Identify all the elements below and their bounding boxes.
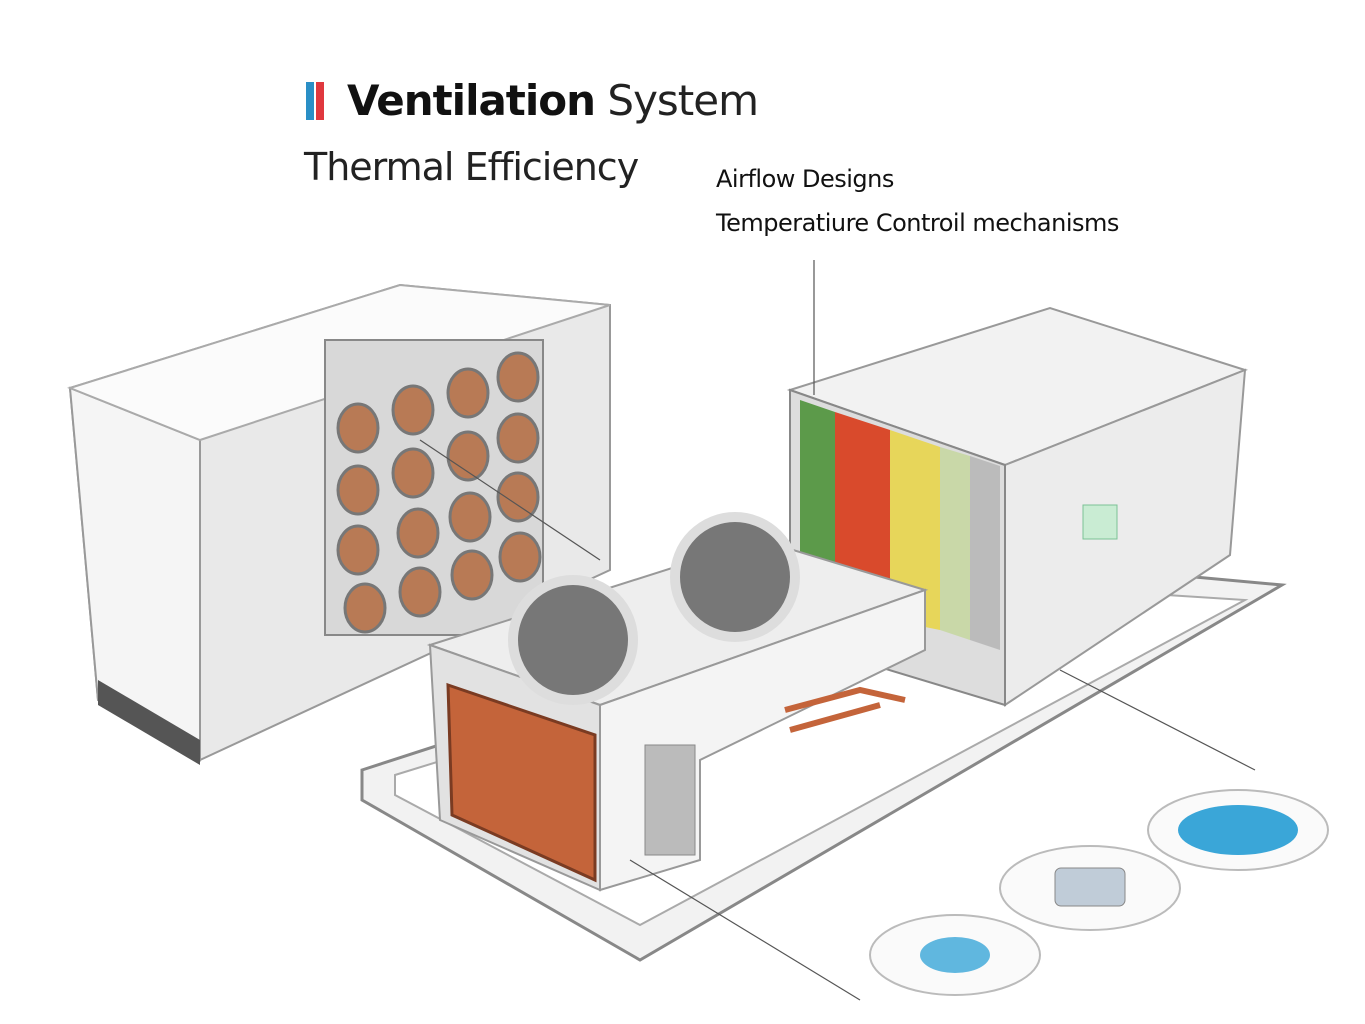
component-icons	[869, 789, 1329, 996]
title-bold: Ventilation	[347, 76, 596, 125]
temperature-label: Temperatiure Controil mechanisms	[716, 209, 1119, 237]
blower-component-icon	[869, 914, 1041, 996]
subtitle: Thermal Efficiency	[304, 145, 639, 189]
page-title: Ventilation System	[347, 76, 759, 125]
brand-flag-icon	[306, 82, 328, 120]
fan-component-icon	[1147, 789, 1329, 871]
title-light: System	[607, 76, 759, 125]
condenser-cabinet	[67, 283, 611, 765]
filter-component-icon	[999, 845, 1181, 931]
fan-grid	[336, 351, 542, 634]
fan-icon	[508, 575, 638, 705]
rooftop-fan-unit	[426, 512, 929, 892]
airflow-label: Airflow Designs	[716, 165, 894, 193]
leader-lines	[419, 260, 1256, 1001]
